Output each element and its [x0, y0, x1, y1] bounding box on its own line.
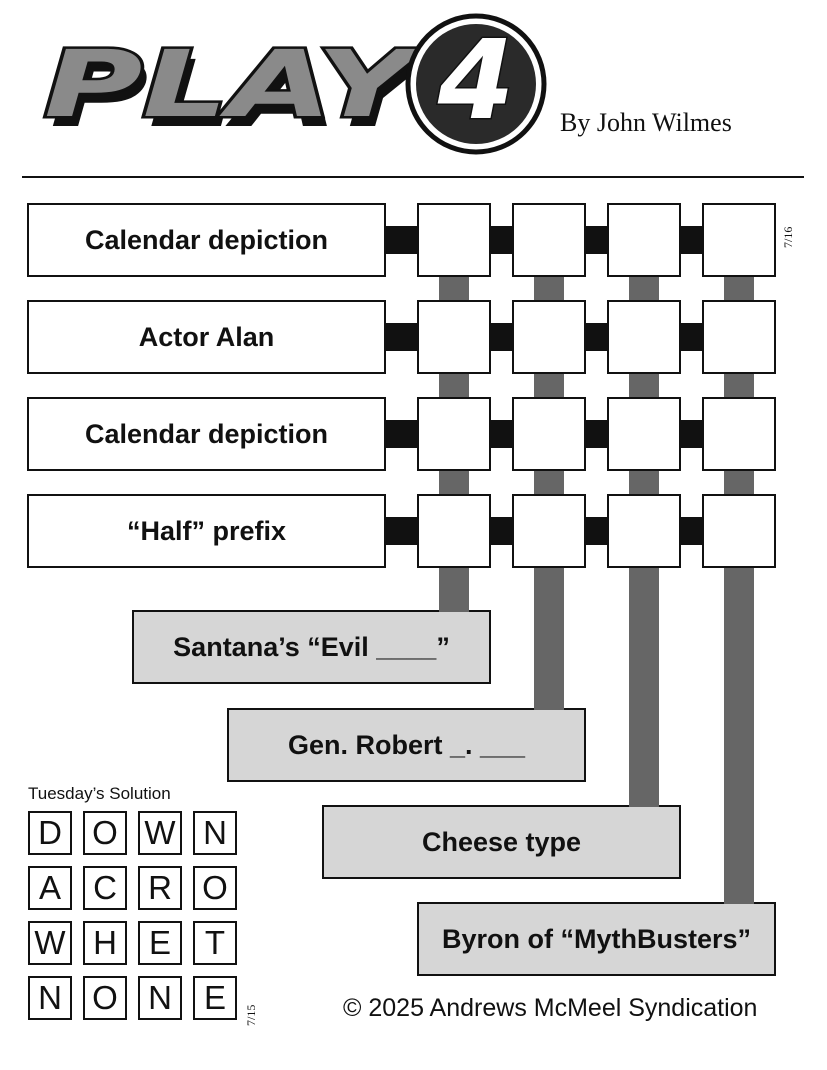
grid-cell-r4c1[interactable] [417, 494, 491, 568]
grid-cell-r1c4[interactable] [702, 203, 776, 277]
solution-cell: N [193, 811, 237, 855]
grid-cell-r2c1[interactable] [417, 300, 491, 374]
grid-cell-r3c2[interactable] [512, 397, 586, 471]
solution-cell: A [28, 866, 72, 910]
grid-cell-r1c1[interactable] [417, 203, 491, 277]
solution-title: Tuesday’s Solution [28, 784, 171, 803]
solution-cell: W [28, 921, 72, 965]
solution-cell: D [28, 811, 72, 855]
logo-word: PLAY PLAY [42, 29, 433, 149]
grid-cell-r2c3[interactable] [607, 300, 681, 374]
grid-cell-r2c4[interactable] [702, 300, 776, 374]
solution-cell: E [138, 921, 182, 965]
logo-number-badge: 4 [405, 13, 547, 155]
grid-cell-r4c4[interactable] [702, 494, 776, 568]
solution-date-tag: 7/15 [244, 1004, 258, 1026]
solution-cell: C [83, 866, 127, 910]
solution-cell: E [193, 976, 237, 1020]
grid-cell-r3c3[interactable] [607, 397, 681, 471]
date-tag: 7/16 [781, 226, 795, 248]
grid-cell-r1c2[interactable] [512, 203, 586, 277]
across-clue-3: Calendar depiction [27, 397, 386, 471]
solution-cell: N [28, 976, 72, 1020]
solution-cell: T [193, 921, 237, 965]
grid-cell-r3c4[interactable] [702, 397, 776, 471]
svg-text:4: 4 [437, 16, 515, 144]
grid-cell-r2c2[interactable] [512, 300, 586, 374]
solution-cell: W [138, 811, 182, 855]
grid-cell-r4c2[interactable] [512, 494, 586, 568]
header-divider [22, 176, 804, 178]
across-clue-2: Actor Alan [27, 300, 386, 374]
across-clue-1: Calendar depiction [27, 203, 386, 277]
copyright: © 2025 Andrews McMeel Syndication [343, 994, 758, 1022]
down-clue-4: Byron of “MythBusters” [417, 902, 776, 976]
solution-cell: O [83, 976, 127, 1020]
down-clue-3: Cheese type [322, 805, 681, 879]
svg-text:PLAY: PLAY [50, 41, 432, 148]
solution-cell: N [138, 976, 182, 1020]
solution-cell: O [193, 866, 237, 910]
grid-cell-r4c3[interactable] [607, 494, 681, 568]
solution-cell: H [83, 921, 127, 965]
svg-text:PLAY: PLAY [44, 31, 426, 138]
down-clue-1: Santana’s “Evil ____” [132, 610, 491, 684]
grid-cell-r3c1[interactable] [417, 397, 491, 471]
solution-cell: O [83, 811, 127, 855]
solution-cell: R [138, 866, 182, 910]
down-clue-2: Gen. Robert _. ___ [227, 708, 586, 782]
byline: By John Wilmes [560, 108, 732, 137]
grid-cell-r1c3[interactable] [607, 203, 681, 277]
play4-logo: PLAY PLAY 4 [38, 8, 558, 158]
across-clue-4: “Half” prefix [27, 494, 386, 568]
